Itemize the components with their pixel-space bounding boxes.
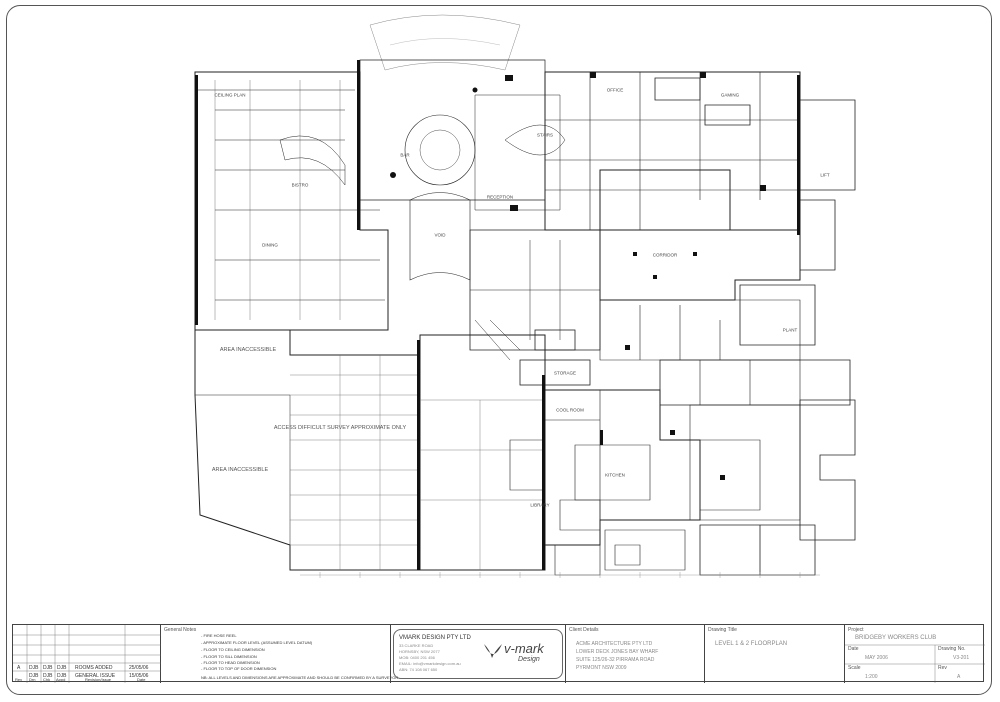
note-line: - FLOOR TO HEAD DIMENSION xyxy=(201,660,260,665)
project-label: Project xyxy=(848,627,864,633)
drawing-no-value: V3-201 xyxy=(953,655,970,661)
description-cell: ROOMS ADDED xyxy=(75,665,113,671)
room-label: PLANT xyxy=(782,327,798,333)
room-label: BISTRO xyxy=(291,182,309,188)
drn-cell: DJB xyxy=(29,665,39,671)
scale-label: Scale xyxy=(848,665,861,671)
note-line: - APPROXIMATE FLOOR LEVEL (ASSUMED LEVEL… xyxy=(201,640,313,645)
room-label: AREA INACCESSIBLE xyxy=(211,467,269,473)
drn-header: Drn xyxy=(29,677,36,682)
drawing-title-box: Drawing Title LEVEL 1 & 2 FLOORPLAN xyxy=(705,625,845,683)
company-name: VMARK DESIGN PTY LTD xyxy=(399,635,471,641)
chk-header: Chk xyxy=(43,677,51,682)
company-line: EMAIL: info@vmarkdesign.com.au xyxy=(399,661,461,666)
note-line: - FLOOR TO SILL DIMENSION xyxy=(201,654,257,659)
room-label: LIBRARY xyxy=(530,502,550,508)
vmark-logo-icon xyxy=(484,644,502,658)
room-label: KITCHEN xyxy=(605,472,625,478)
room-label: ACCESS DIFFICULT SURVEY APPROXIMATE ONLY xyxy=(273,425,407,431)
room-label: CEILING PLAN xyxy=(214,92,246,98)
date-header: Date xyxy=(137,677,146,682)
description-header: Revision/Issue xyxy=(85,677,112,682)
room-label: DINING xyxy=(262,242,278,248)
logo-main-text: v-mark xyxy=(504,641,544,656)
date-value: MAY 2006 xyxy=(865,655,888,661)
company-line: ABN: 74 108 067 650 xyxy=(399,667,438,672)
client-details: Client Details ACME ARCHITECTURE PTY LTD… xyxy=(565,625,705,683)
company-box: VMARK DESIGN PTY LTD 33 CLARKE ROAD HORN… xyxy=(393,629,563,679)
room-label: STAIRS xyxy=(537,132,553,138)
revision-table: A DJB DJB DJB ROOMS ADDED 25/05/06 DJB D… xyxy=(13,625,161,683)
chk-cell: DJB xyxy=(43,665,53,671)
note-line: - FLOOR TO CEILING DIMENSION xyxy=(201,647,265,652)
rev-header: Rev xyxy=(15,677,23,682)
client-line: PYRMONT NSW 2009 xyxy=(576,665,627,671)
drawing-sheet-border xyxy=(6,5,992,695)
logo-sub-text: Design xyxy=(518,656,540,663)
note-line: - FLOOR TO TOP OF DOOR DIMENSION xyxy=(201,666,277,671)
date-cell: 25/05/06 xyxy=(129,665,149,671)
client-title: Client Details xyxy=(569,627,599,633)
room-label: VOID xyxy=(434,232,446,238)
room-label: LIFT xyxy=(820,172,830,178)
room-label: GAMING xyxy=(720,92,740,98)
drawing-title-label: Drawing Title xyxy=(708,627,737,633)
title-block: A DJB DJB DJB ROOMS ADDED 25/05/06 DJB D… xyxy=(12,624,985,683)
client-line: ACME ARCHITECTURE PTY LTD xyxy=(576,641,653,647)
room-label: BAR xyxy=(400,152,410,158)
room-label: CORRIDOR xyxy=(652,252,678,258)
client-line: SUITE 125/26-32 PIRRAMA ROAD xyxy=(576,657,655,663)
rev-value: A xyxy=(957,674,961,680)
client-line: LOWER DECK JONES BAY WHARF xyxy=(576,649,659,655)
company-line: 33 CLARKE ROAD xyxy=(399,643,434,648)
appd-cell: DJB xyxy=(57,665,67,671)
rev-label: Rev xyxy=(938,665,947,671)
rev-cell: A xyxy=(17,665,21,671)
room-label: RECEPTION xyxy=(486,194,514,200)
drawing-title-value: LEVEL 1 & 2 FLOORPLAN xyxy=(715,641,788,647)
room-label: OFFICE xyxy=(606,87,624,93)
general-notes-title: General Notes xyxy=(164,627,197,633)
project-value: BRIDGEBY WORKERS CLUB xyxy=(855,635,937,641)
date-cell: 15/05/06 xyxy=(129,673,149,679)
note-line: NB: ALL LEVELS AND DIMENSIONS ARE APPROX… xyxy=(201,675,399,680)
company-line: HORNSBY, NSW 2077 xyxy=(399,649,440,654)
description-cell: GENERAL ISSUE xyxy=(75,673,116,679)
appd-cell: DJB xyxy=(57,673,67,679)
project-box: Project BRIDGEBY WORKERS CLUB Date MAY 2… xyxy=(845,625,985,683)
drn-cell: DJB xyxy=(29,673,39,679)
company-line: MOB: 0400 201 456 xyxy=(399,655,435,660)
date-label: Date xyxy=(848,646,859,652)
room-label: COOL ROOM xyxy=(556,407,584,413)
drawing-no-label: Drawing No. xyxy=(938,646,966,652)
note-line: - FIRE HOSE REEL xyxy=(201,633,237,638)
appd-header: Appd xyxy=(56,677,66,682)
scale-value: 1:200 xyxy=(865,674,878,680)
chk-cell: DJB xyxy=(43,673,53,679)
general-notes: General Notes - FIRE HOSE REEL - APPROXI… xyxy=(161,625,398,683)
room-label: AREA INACCESSIBLE xyxy=(219,347,277,353)
room-label: STORAGE xyxy=(554,370,576,376)
